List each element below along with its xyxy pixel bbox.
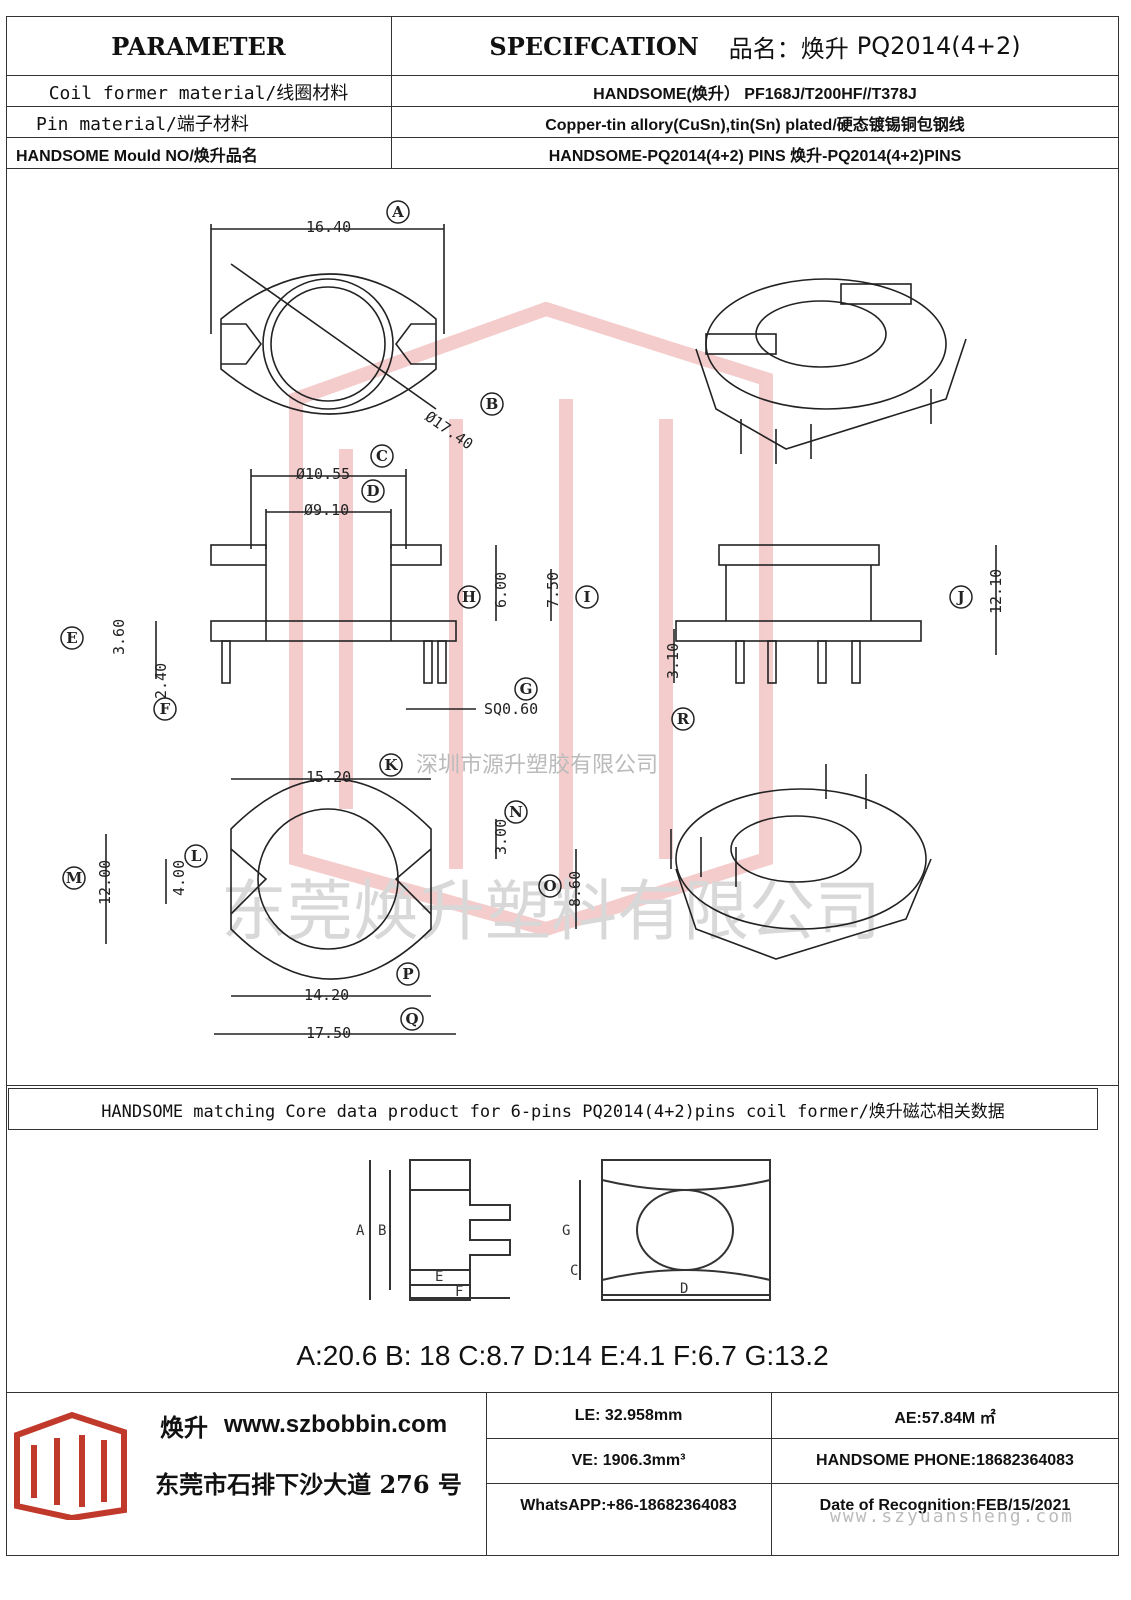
svg-text:D: D (366, 482, 379, 500)
product-name: PQ2014(4+2) (856, 32, 1021, 60)
dim-h-value: 6.00 (492, 572, 510, 608)
dim-f-value: 2.40 (152, 663, 170, 699)
whatsapp-value: WhatsAPP:+86-18682364083 (520, 1497, 737, 1514)
core-letter-e: E (435, 1269, 443, 1285)
callout-letters: A B CD E F G H I J R K L M N O P Q (66, 203, 965, 1028)
ve-value: VE: 1906.3mm³ (571, 1452, 686, 1469)
svg-text:J: J (955, 588, 964, 606)
dim-k-value: 15.20 (306, 768, 351, 786)
dim-n-value: 3.00 (492, 819, 510, 855)
core-section-top (6, 1085, 1119, 1086)
core-letter-d: D (680, 1281, 688, 1297)
svg-text:Q: Q (405, 1010, 418, 1028)
svg-text:K: K (384, 756, 398, 774)
param-row (6, 107, 1119, 138)
dim-e-value: 3.60 (110, 619, 128, 655)
dim-q-value: 17.50 (306, 1024, 351, 1042)
core-letter-f: F (455, 1284, 463, 1300)
watermark-logo (289, 301, 773, 937)
isometric-view-bottom (670, 764, 932, 960)
core-letter-g: G (562, 1223, 570, 1239)
svg-text:P: P (402, 965, 413, 983)
param-label: HANDSOME Mould NO/焕升品名 (16, 147, 258, 165)
dim-r-value: 3.10 (664, 643, 682, 679)
side-view-bobbin (673, 544, 997, 684)
technical-drawing: 深圳市源升塑胶有限公司 东莞焕升塑料有限公司 (60, 200, 1005, 1042)
spec-title: SPECIFCATION (489, 31, 699, 61)
svg-text:L: L (191, 847, 202, 865)
svg-text:E: E (66, 629, 77, 647)
company-address: 东莞市石排下沙大道 276 号 (155, 1469, 462, 1499)
dim-o-value: 8.60 (566, 871, 584, 907)
param-value: Copper-tin allory(CuSn),tin(Sn) plated/硬… (545, 116, 965, 134)
param-label: Coil former material/线圈材料 (48, 82, 349, 104)
svg-text:M: M (66, 869, 83, 887)
isometric-view-top (695, 278, 967, 464)
param-value: HANDSOME-PQ2014(4+2) PINS 焕升-PQ2014(4+2)… (548, 147, 962, 165)
divider (486, 1392, 487, 1556)
svg-text:F: F (160, 700, 171, 718)
watermark-company-big: 东莞焕升塑料有限公司 (221, 873, 881, 950)
parameter-header: PARAMETER (111, 31, 286, 61)
bottom-view-bobbin (105, 778, 577, 1035)
core-letter-b: B (378, 1223, 386, 1239)
recognition-date: Date of Recognition:FEB/15/2021 (819, 1497, 1071, 1514)
footer-brand-line: 焕升 www.szbobbin.com (160, 1405, 480, 1445)
dim-d-value: Ø9.10 (304, 501, 349, 519)
le-value: LE: 32.958mm (574, 1406, 683, 1424)
phone-value: HANDSOME PHONE:18682364083 (816, 1452, 1074, 1469)
dim-g-value: SQ0.60 (484, 700, 538, 718)
dimension-callouts (60, 200, 973, 1031)
website-link[interactable]: www.szbobbin.com (224, 1411, 448, 1438)
core-values: A:20.6 B: 18 C:8.7 D:14 E:4.1 F:6.7 G:13… (296, 1340, 829, 1371)
document-frame (6, 16, 1119, 1556)
header-row (6, 16, 1119, 76)
product-label: 品名：焕升 (728, 34, 849, 63)
top-view-bobbin (210, 224, 445, 415)
dim-l-value: 4.00 (170, 860, 188, 896)
divider (771, 1392, 772, 1556)
watermark-company-top: 深圳市源升塑胶有限公司 (416, 753, 658, 778)
ae-value: AE:57.84M ㎡ (894, 1409, 996, 1427)
dim-p-value: 14.20 (304, 986, 349, 1004)
watermark-url: www.szyuansheng.com (830, 1506, 1074, 1527)
svg-text:H: H (462, 588, 476, 606)
svg-text:R: R (677, 710, 690, 728)
dim-c-value: Ø10.55 (296, 465, 350, 483)
core-letter-c: C (570, 1263, 578, 1279)
param-value: HANDSOME(焕升） PF168J/T200HF//T378J (593, 85, 917, 103)
svg-text:G: G (520, 680, 533, 698)
core-letter-a: A (356, 1223, 365, 1239)
dim-m-value: 12.00 (96, 860, 114, 905)
svg-text:A: A (391, 203, 404, 221)
core-section-title: HANDSOME matching Core data product for … (8, 1088, 1098, 1130)
footer-row-line (486, 1483, 1119, 1484)
svg-text:C: C (376, 447, 388, 465)
footer-top-line (6, 1392, 1119, 1393)
company-logo (14, 1411, 127, 1520)
front-view-bobbin (155, 469, 552, 710)
footer-row-line (486, 1438, 1119, 1439)
svg-text:B: B (486, 395, 499, 413)
param-row (6, 138, 1119, 169)
specification-header: SPECIFCATION 品名：焕升 PQ2014(4+2) (391, 16, 1119, 76)
svg-text:O: O (543, 877, 556, 895)
core-drawing: A B E F G C D (356, 1159, 771, 1301)
param-row (6, 76, 1119, 107)
dim-i-value: 7.50 (544, 572, 562, 608)
divider (391, 16, 392, 169)
dim-j-value: 12.10 (987, 569, 1005, 614)
svg-text:N: N (509, 803, 523, 821)
dim-a-value: 16.40 (306, 218, 351, 236)
param-label: Pin material/端子材料 (36, 113, 249, 135)
brand-name: 焕升 (160, 1412, 208, 1442)
svg-text:I: I (583, 588, 590, 606)
